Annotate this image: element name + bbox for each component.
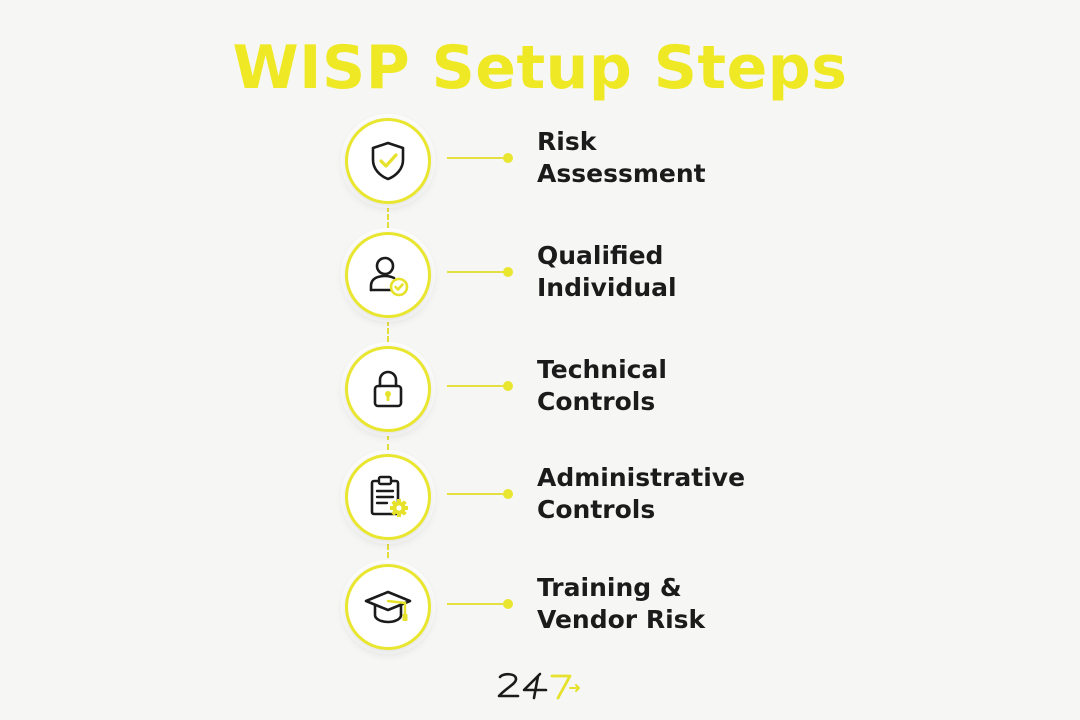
step-connector-line (447, 271, 509, 273)
padlock-icon (373, 370, 403, 408)
step-technical-controls: Technical Controls (0, 334, 1080, 444)
step-label: Administrative Controls (537, 462, 857, 526)
step-label-line2: Vendor Risk (537, 605, 706, 634)
step-label-line1: Technical (537, 355, 667, 384)
step-connector-line (447, 603, 509, 605)
step-connector-dot (503, 381, 513, 391)
step-label-line1: Administrative (537, 463, 746, 492)
step-label: Training & Vendor Risk (537, 572, 857, 636)
step-connector-dot (503, 489, 513, 499)
step-training-vendor-risk: Training & Vendor Risk (0, 552, 1080, 662)
step-label-line2: Assessment (537, 159, 706, 188)
step-label-line1: Risk (537, 127, 597, 156)
step-label-line1: Training & (537, 573, 682, 602)
step-connector-line (447, 493, 509, 495)
step-risk-assessment: Risk Assessment (0, 106, 1080, 216)
step-icon-circle (345, 232, 431, 318)
step-icon-circle (345, 118, 431, 204)
step-icon-circle (345, 346, 431, 432)
step-label-line2: Controls (537, 387, 656, 416)
step-qualified-individual: Qualified Individual (0, 220, 1080, 330)
shield-check-icon (371, 141, 405, 181)
step-icon-circle (345, 454, 431, 540)
graduation-cap-icon (364, 590, 412, 624)
step-label: Technical Controls (537, 354, 857, 418)
step-connector-dot (503, 153, 513, 163)
step-connector-dot (503, 267, 513, 277)
step-administrative-controls: Administrative Controls (0, 442, 1080, 552)
page-title: WISP Setup Steps (232, 33, 848, 103)
connector-dashes (387, 434, 389, 460)
step-connector-dot (503, 599, 513, 609)
step-label-line2: Individual (537, 273, 677, 302)
step-label: Risk Assessment (537, 126, 857, 190)
user-check-icon (369, 256, 409, 297)
clipboard-gear-icon (370, 475, 408, 517)
step-label-line2: Controls (537, 495, 656, 524)
step-icon-circle (345, 564, 431, 650)
step-label: Qualified Individual (537, 240, 857, 304)
step-connector-line (447, 157, 509, 159)
brand-logo (494, 668, 584, 702)
connector-dashes (387, 544, 389, 566)
step-connector-line (447, 385, 509, 387)
connector-dashes (387, 206, 389, 236)
connector-dashes (387, 320, 389, 350)
step-label-line1: Qualified (537, 241, 664, 270)
